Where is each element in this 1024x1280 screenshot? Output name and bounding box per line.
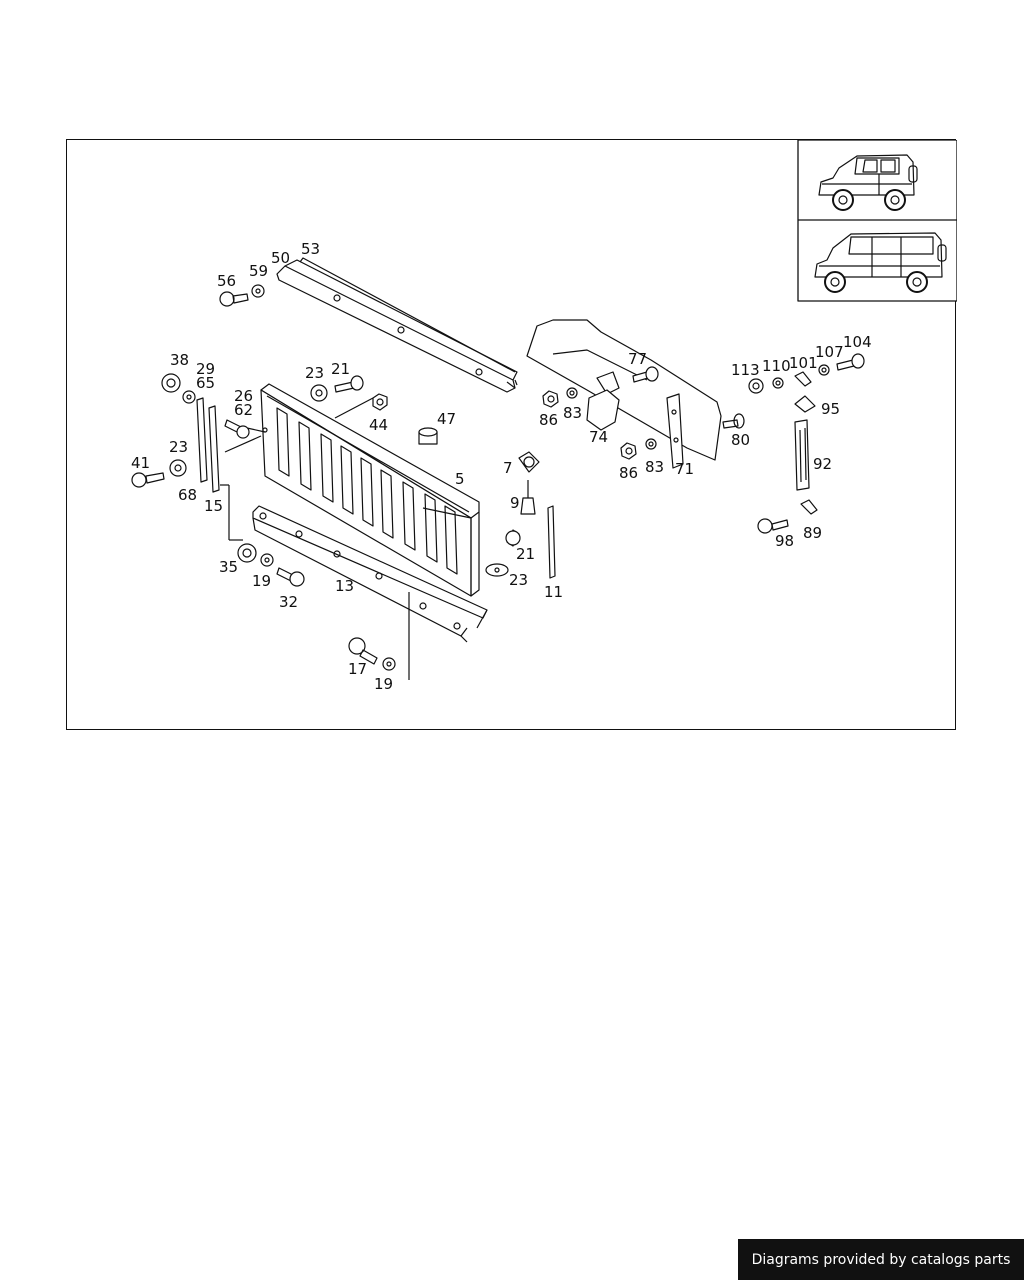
callout-53: 53 xyxy=(301,240,320,258)
callout-59: 59 xyxy=(249,262,268,280)
callout-23-top: 23 xyxy=(305,364,324,382)
callout-101: 101 xyxy=(789,354,818,372)
callout-56: 56 xyxy=(217,272,236,290)
tailgate-ribs xyxy=(276,407,458,575)
callout-32: 32 xyxy=(279,593,298,611)
callout-17: 17 xyxy=(348,660,367,678)
callout-50: 50 xyxy=(271,249,290,267)
callout-21-mid: 21 xyxy=(516,545,535,563)
top-rail-part xyxy=(276,257,518,393)
callout-71: 71 xyxy=(675,460,694,478)
vehicle-selector-panel xyxy=(797,140,957,302)
callout-29: 29 xyxy=(196,360,215,378)
callout-83-top: 83 xyxy=(563,404,582,422)
fastener-parts xyxy=(131,284,540,671)
callout-92: 92 xyxy=(813,455,832,473)
callout-7: 7 xyxy=(503,459,513,477)
leader-lines xyxy=(334,397,488,680)
callout-35: 35 xyxy=(219,558,238,576)
parts-diagram-frame: 53 50 56 59 38 29 65 23 21 26 62 44 47 4… xyxy=(66,139,957,730)
callout-21-top: 21 xyxy=(331,360,350,378)
callout-74: 74 xyxy=(589,428,608,446)
tailgate-panel-part xyxy=(260,383,480,597)
callout-110: 110 xyxy=(762,357,791,375)
exploded-parts-diagram: 53 50 56 59 38 29 65 23 21 26 62 44 47 4… xyxy=(131,140,957,693)
callout-80: 80 xyxy=(731,431,750,449)
callout-83-bottom: 83 xyxy=(645,458,664,476)
callout-65: 65 xyxy=(196,374,215,392)
callout-41: 41 xyxy=(131,454,150,472)
callout-44: 44 xyxy=(369,416,388,434)
callout-38: 38 xyxy=(170,351,189,369)
callout-104: 104 xyxy=(843,333,872,351)
callout-23-mid: 23 xyxy=(509,571,528,589)
hinge-assembly-part xyxy=(526,319,745,469)
suv-short-icon[interactable] xyxy=(818,154,918,211)
hinge-bracket-part xyxy=(586,371,620,431)
callout-62: 62 xyxy=(234,401,253,419)
callout-77: 77 xyxy=(628,350,647,368)
suv-long-icon[interactable] xyxy=(814,232,947,293)
callout-26: 26 xyxy=(234,387,253,405)
strap-assembly-part xyxy=(748,353,865,534)
footer-attribution-text: Diagrams provided by catalogs parts xyxy=(751,1251,1011,1268)
callout-89: 89 xyxy=(803,524,822,542)
callout-68: 68 xyxy=(178,486,197,504)
callout-98: 98 xyxy=(775,532,794,550)
callout-9: 9 xyxy=(510,494,520,512)
callout-23-left: 23 xyxy=(169,438,188,456)
seal-strip-part xyxy=(547,505,556,579)
footer-attribution-banner: Diagrams provided by catalogs parts xyxy=(738,1239,1024,1280)
callout-19-left: 19 xyxy=(252,572,271,590)
callout-labels: 53 50 56 59 38 29 65 23 21 26 62 44 47 4… xyxy=(131,240,872,693)
callout-113: 113 xyxy=(731,361,760,379)
callout-5: 5 xyxy=(455,470,465,488)
callout-47: 47 xyxy=(437,410,456,428)
callout-15: 15 xyxy=(204,497,223,515)
callout-11: 11 xyxy=(544,583,563,601)
callout-13: 13 xyxy=(335,577,354,595)
callout-86-bottom: 86 xyxy=(619,464,638,482)
callout-86-top: 86 xyxy=(539,411,558,429)
callout-107: 107 xyxy=(815,343,844,361)
side-bracket-part xyxy=(196,397,266,541)
callout-19-bottom: 19 xyxy=(374,675,393,693)
callout-95: 95 xyxy=(821,400,840,418)
